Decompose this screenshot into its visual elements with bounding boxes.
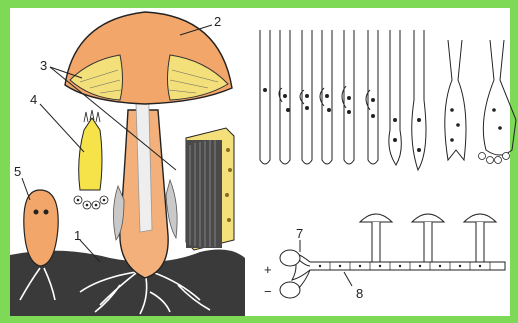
label-8: 8 — [356, 286, 363, 301]
label-minus: − — [264, 284, 272, 299]
label-3: 3 — [40, 58, 47, 73]
label-7: 7 — [296, 226, 303, 241]
label-1: 1 — [74, 228, 81, 243]
young-fruit-body — [24, 190, 58, 266]
hymenium-block — [186, 128, 234, 250]
label-4: 4 — [30, 92, 37, 107]
basidium — [74, 110, 108, 209]
label-plus: + — [264, 262, 272, 277]
hyphae-series — [260, 30, 516, 170]
label-5: 5 — [14, 164, 21, 179]
label-2: 2 — [214, 14, 221, 29]
mycelium-network — [280, 214, 505, 298]
